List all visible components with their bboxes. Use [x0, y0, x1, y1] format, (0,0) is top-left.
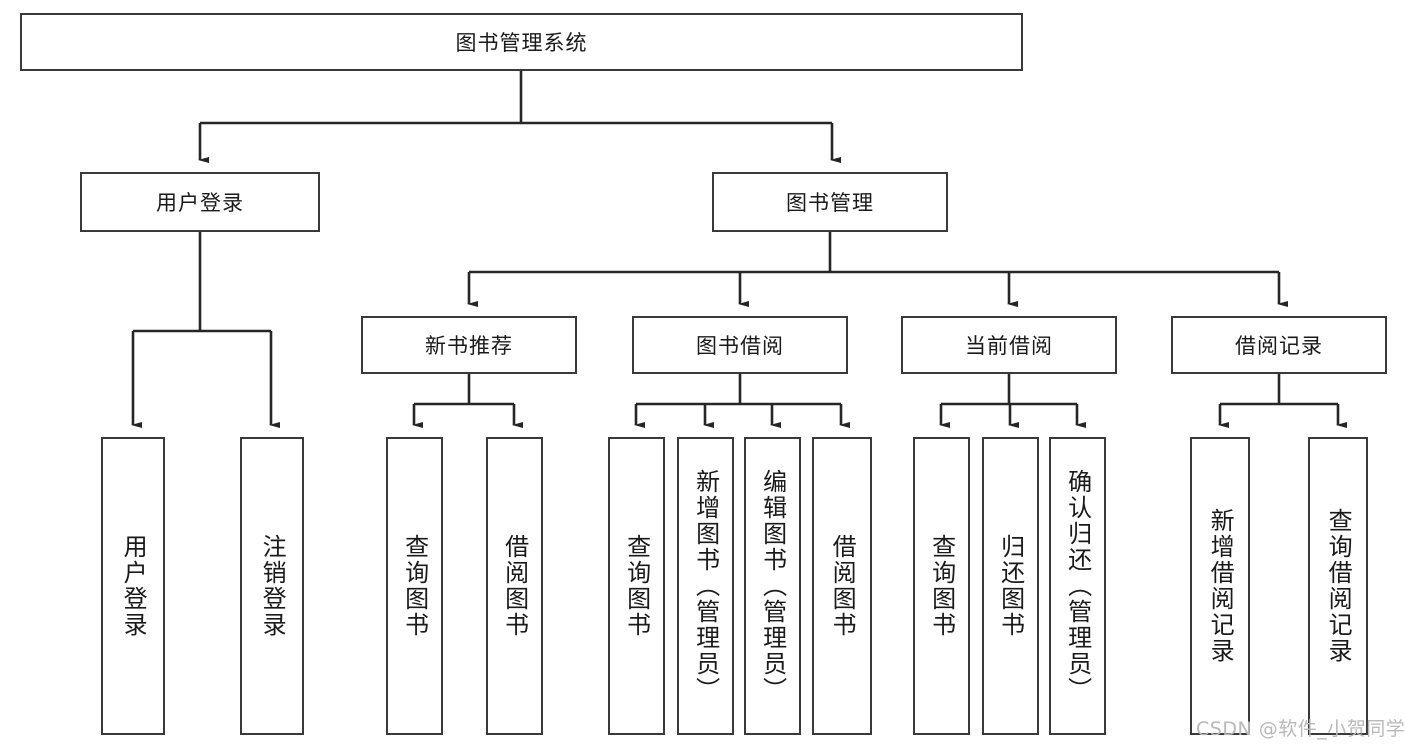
node-label: 图书管理: [786, 191, 874, 215]
node-label: 归还图书: [996, 534, 1025, 638]
node-leaf-add-book-admin: 新增图书（管理员）: [677, 437, 734, 735]
node-label: 查询图书: [927, 534, 956, 638]
node-leaf-query-book-2: 查询图书: [608, 437, 665, 735]
node-leaf-confirm-return-admin: 确认归还（管理员）: [1049, 437, 1106, 735]
node-borrow-record: 借阅记录: [1171, 316, 1387, 374]
node-label: 借阅图书: [500, 534, 529, 638]
node-leaf-user-login: 用户登录: [101, 437, 165, 735]
node-label: 借阅记录: [1235, 334, 1323, 358]
node-leaf-logout-login: 注销登录: [240, 437, 304, 735]
node-label: 新书推荐: [425, 334, 513, 358]
node-current-borrow: 当前借阅: [901, 316, 1117, 374]
node-label: 查询图书: [400, 534, 429, 638]
node-new-book-recommend: 新书推荐: [361, 316, 577, 374]
node-leaf-query-book-3: 查询图书: [913, 437, 970, 735]
node-label: 图书管理系统: [455, 31, 588, 55]
node-label: 确认归还（管理员）: [1063, 469, 1092, 703]
node-label: 图书借阅: [696, 334, 784, 358]
node-label: 当前借阅: [965, 334, 1053, 358]
node-user-login: 用户登录: [80, 172, 320, 232]
node-label: 查询借阅记录: [1324, 508, 1353, 664]
node-leaf-add-borrow-record: 新增借阅记录: [1190, 437, 1250, 735]
node-leaf-edit-book-admin: 编辑图书（管理员）: [744, 437, 801, 735]
node-label: 注销登录: [258, 534, 287, 638]
node-label: 新增借阅记录: [1206, 508, 1235, 664]
node-label: 用户登录: [156, 191, 244, 215]
node-label: 查询图书: [622, 534, 651, 638]
node-leaf-query-borrow-record: 查询借阅记录: [1308, 437, 1368, 735]
node-leaf-return-book: 归还图书: [982, 437, 1039, 735]
node-leaf-query-book-1: 查询图书: [386, 437, 443, 735]
csdn-watermark: CSDN @软件_小贺同学: [1196, 718, 1405, 740]
node-label: 借阅图书: [828, 534, 857, 638]
node-label: 编辑图书（管理员）: [758, 469, 787, 703]
node-title_node-0: 图书管理系统: [20, 13, 1023, 71]
node-leaf-borrow-book-2: 借阅图书: [812, 437, 872, 735]
node-label: 用户登录: [119, 534, 148, 638]
node-book-manage: 图书管理: [712, 172, 948, 232]
node-book-borrow: 图书借阅: [632, 316, 848, 374]
node-label: 新增图书（管理员）: [691, 469, 720, 703]
node-leaf-borrow-book-1: 借阅图书: [486, 437, 543, 735]
